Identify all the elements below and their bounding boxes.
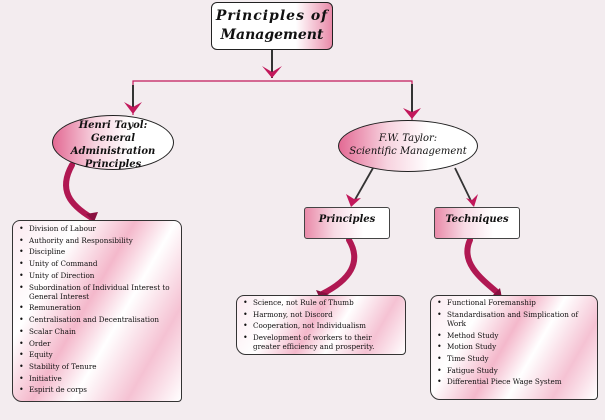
list-item: Centralisation and Decentralisation — [19, 315, 177, 324]
list-item: Standardisation and Simplication of Work — [437, 310, 593, 328]
taylor-principles-list: Science, not Rule of ThumbHarmony, not D… — [236, 295, 406, 355]
list-item: Remuneration — [19, 303, 177, 312]
list-item: Discipline — [19, 247, 177, 256]
taylor-line2: Scientific Management — [349, 146, 467, 157]
fayol-line2: General Administration — [70, 133, 156, 157]
list-item: Division of Labour — [19, 224, 177, 233]
taylor-techniques-arrow — [454, 167, 474, 206]
list-item: Differential Piece Wage System — [437, 377, 593, 386]
left-curve-arrowhead-icon — [86, 212, 98, 222]
list-item: Development of workers to their greater … — [243, 333, 401, 351]
taylor-line1: F.W. Taylor: — [378, 133, 438, 144]
list-item: Subordination of Individual Interest to … — [19, 283, 177, 301]
list-item: Scalar Chain — [19, 327, 177, 336]
list-item: Time Study — [437, 354, 593, 363]
list-item: Authority and Responsibility — [19, 236, 177, 245]
fayol-line3: Principles — [84, 159, 142, 170]
list-item: Cooperation, not Individualism — [243, 321, 401, 330]
left-curve-connector — [63, 162, 95, 221]
list-item: Science, not Rule of Thumb — [243, 298, 401, 307]
right-arrowhead-icon — [403, 108, 421, 119]
list-item: Fatigue Study — [437, 366, 593, 375]
list-item: Initiative — [19, 374, 177, 383]
principles-curve-connector — [319, 237, 358, 297]
list-item: Functional Foremanship — [437, 298, 593, 307]
list-item: Method Study — [437, 331, 593, 340]
left-arrowhead-icon — [124, 102, 142, 114]
taylor-node: F.W. Taylor: Scientific Management — [338, 120, 478, 172]
techniques-node: Techniques — [434, 207, 520, 239]
root-title-line2: Management — [220, 27, 324, 43]
list-item: Motion Study — [437, 342, 593, 351]
techniques-arrowhead-icon — [466, 194, 478, 207]
techniques-curve-connector — [464, 237, 501, 296]
principles-node: Principles — [304, 207, 390, 239]
principles-title: Principles — [318, 214, 376, 225]
fayol-principles-list: Division of LabourAuthority and Responsi… — [12, 220, 182, 402]
list-item: Harmony, not Discord — [243, 310, 401, 319]
root-node: Principles of Management — [211, 2, 333, 50]
fayol-line1: Henri Tayol: — [78, 120, 148, 131]
list-item: Espirit de corps — [19, 385, 177, 394]
principles-arrowhead-icon — [346, 194, 361, 207]
taylor-techniques-list: Functional ForemanshipStandardisation an… — [430, 295, 598, 400]
fayol-node: Henri Tayol: General Administration Prin… — [52, 115, 174, 170]
list-item: Equity — [19, 350, 177, 359]
root-title-line1: Principles of — [215, 8, 329, 24]
techniques-title: Techniques — [445, 214, 509, 225]
branch-line — [132, 80, 413, 120]
list-item: Unity of Direction — [19, 271, 177, 280]
list-item: Stability of Tenure — [19, 362, 177, 371]
list-item: Unity of Command — [19, 259, 177, 268]
list-item: Order — [19, 339, 177, 348]
root-arrowhead-icon — [262, 66, 282, 78]
